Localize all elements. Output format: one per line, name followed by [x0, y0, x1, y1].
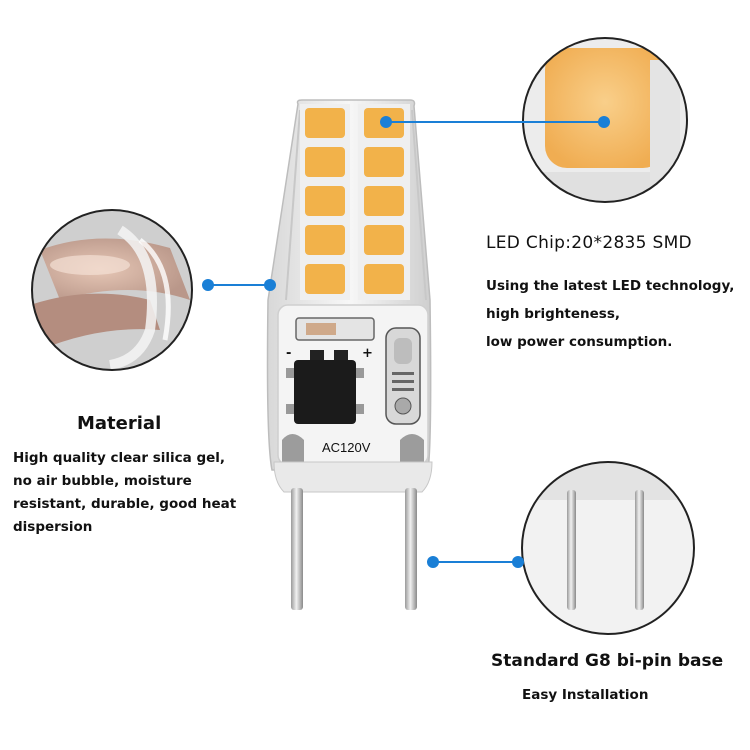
base-subtitle: Easy Installation: [522, 687, 649, 703]
pointer-lines: [202, 116, 610, 568]
led-chip-title: LED Chip:20*2835 SMD: [486, 233, 692, 253]
led-chip-line: Using the latest LED technology,: [486, 278, 735, 294]
material-title: Material: [77, 413, 162, 434]
base-detail-circle: [521, 461, 695, 635]
material-line: no air bubble, moisture: [13, 473, 192, 489]
chip-detail-circle: [522, 37, 688, 203]
rectifier-chip: [294, 360, 356, 424]
led-bulb: [266, 99, 433, 610]
material-line: dispersion: [13, 519, 93, 535]
material-description: High quality clear silica gel, no air bu…: [13, 447, 236, 539]
board-minus-label: -: [286, 346, 292, 361]
led-chips-right: [364, 108, 404, 294]
material-detail-circle: [31, 209, 193, 371]
led-chips-left: [305, 108, 345, 294]
material-line: resistant, durable, good heat: [13, 496, 237, 512]
board-plus-label: +: [362, 346, 373, 361]
led-chip-description: Using the latest LED technology, high br…: [486, 272, 734, 356]
board-voltage-label: AC120V: [322, 440, 371, 455]
pin-right: [405, 488, 417, 610]
led-chip-line: high brighteness,: [486, 306, 621, 322]
base-title: Standard G8 bi-pin base: [491, 651, 724, 671]
led-chip-line: low power consumption.: [486, 334, 673, 350]
material-line: High quality clear silica gel,: [13, 450, 226, 466]
pin-left: [291, 488, 303, 610]
